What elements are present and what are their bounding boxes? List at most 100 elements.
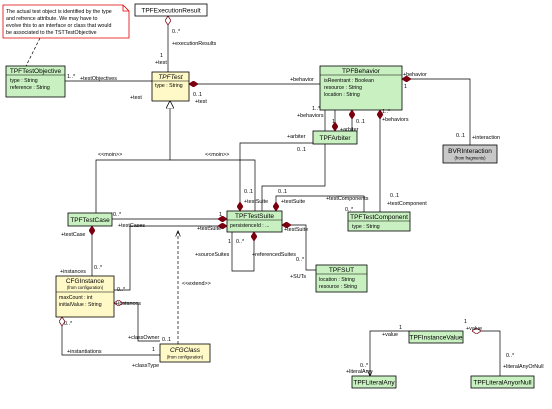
edge-testcase-extends-test bbox=[95, 101, 170, 213]
edge-testsuite-arbiter bbox=[240, 142, 313, 211]
class-instance-value[interactable]: TPFInstanceValue bbox=[408, 330, 464, 344]
label: +executionResults bbox=[172, 41, 217, 47]
note-line-3: evolve this to an interface or class tha… bbox=[6, 23, 111, 29]
label: +test bbox=[155, 60, 167, 66]
edge-literalany-value bbox=[370, 330, 409, 376]
class-test-case-name: TPFTestCase bbox=[70, 217, 110, 224]
label: +value bbox=[382, 332, 398, 338]
note-anchor-line bbox=[25, 37, 41, 67]
label: 0..1 bbox=[356, 119, 365, 125]
label: +interaction bbox=[472, 135, 500, 141]
class-test-component[interactable]: TPFTestComponent type : String bbox=[347, 211, 411, 232]
label: +test bbox=[195, 99, 207, 105]
label: +testComponents bbox=[326, 196, 369, 202]
class-instance-value-name: TPFInstanceValue bbox=[410, 335, 463, 342]
class-test-case[interactable]: TPFTestCase bbox=[67, 212, 113, 227]
label: +behaviors bbox=[382, 117, 409, 123]
class-cfg-instance[interactable]: CFGInstance (from configuration) maxCoun… bbox=[55, 275, 115, 318]
attr-type: type : String bbox=[10, 78, 38, 84]
edge-testsuite-component bbox=[276, 195, 365, 212]
label: 0..1 bbox=[390, 193, 399, 199]
edge-instance-classowner bbox=[114, 303, 160, 342]
label: +instances bbox=[115, 301, 141, 307]
class-behavior-name: TPFBehavior bbox=[342, 68, 381, 75]
label: 1..* bbox=[382, 109, 391, 115]
label: +literalAnyOrNull bbox=[503, 364, 544, 370]
label: +classOwner bbox=[128, 335, 160, 341]
class-literal-any-or-null[interactable]: TPFLiteralAnyorNull bbox=[470, 375, 535, 389]
label: 0..* bbox=[506, 353, 515, 359]
class-bvr-interaction[interactable]: BVRInteraction (from fragments) bbox=[442, 144, 498, 164]
class-sut-name: TPFSUT bbox=[329, 267, 354, 274]
note-line-2: and refrence attribute. We may have to bbox=[6, 16, 98, 22]
class-cfg-class-name: CFGClass bbox=[170, 347, 201, 354]
label: +testSuite bbox=[284, 227, 308, 233]
class-literal-any[interactable]: TPFLiteralAny bbox=[351, 375, 397, 389]
label: 0..* bbox=[360, 363, 369, 369]
class-test-objective[interactable]: TPFTestObjective type : String reference… bbox=[5, 65, 66, 98]
class-bvr-interaction-name: BVRInteraction bbox=[448, 148, 492, 155]
attr-is-reentrant: isReentrant : Boolean bbox=[324, 78, 374, 84]
label: +referencedSuites bbox=[252, 252, 296, 258]
label: 0..1 bbox=[193, 92, 202, 98]
label: +behavior bbox=[403, 72, 427, 78]
attr-resource: resource : String bbox=[324, 85, 362, 91]
label: 0..* bbox=[64, 321, 73, 327]
label: +instances bbox=[60, 269, 86, 275]
class-test-suite[interactable]: TPFTestSuite persistenceId : ... bbox=[226, 210, 283, 233]
label: +literalAny bbox=[346, 369, 372, 375]
attr-persistence-id: persistenceId : ... bbox=[230, 223, 270, 229]
label: 1 bbox=[152, 347, 155, 353]
note: The actual test object is identified by … bbox=[2, 4, 130, 39]
label: 0..* bbox=[236, 239, 245, 245]
label: 1 bbox=[219, 212, 222, 218]
label: +testSuite bbox=[281, 199, 305, 205]
edge-testsuite-instance bbox=[114, 226, 227, 291]
note-line-1: The actual test object is identified by … bbox=[6, 9, 112, 15]
label: 0..1 bbox=[162, 337, 171, 343]
label: 1 bbox=[332, 119, 335, 125]
attr-component-type: type : String bbox=[352, 224, 380, 230]
label: 0..1 bbox=[244, 189, 253, 195]
label: +test bbox=[130, 95, 142, 101]
class-test-objective-name: TPFTestObjective bbox=[10, 68, 62, 75]
class-arbiter[interactable]: TPFArbiter bbox=[312, 130, 358, 145]
label: 0..1 bbox=[278, 189, 287, 195]
label: +testSuite bbox=[244, 199, 268, 205]
class-test-component-name: TPFTestComponent bbox=[350, 214, 408, 221]
class-bvr-interaction-sub: (from fragments) bbox=[455, 156, 487, 161]
edge-testsuite-self bbox=[231, 232, 254, 272]
attr-initial-value: initialValue : String bbox=[59, 302, 102, 308]
class-execution-result[interactable]: TPFExecutionResult bbox=[134, 3, 208, 17]
edge-labels: 0..* +executionResults +test 1 1..* +tes… bbox=[60, 29, 544, 375]
class-cfg-class-sub: (from configuration) bbox=[167, 355, 204, 360]
label: +behaviors bbox=[297, 113, 324, 119]
note-line-4: be associated to the TSTTestObjective bbox=[6, 30, 97, 36]
label: 0..* bbox=[94, 265, 103, 271]
attr-location: location : String bbox=[324, 92, 360, 98]
class-literal-any-name: TPFLiteralAny bbox=[353, 380, 395, 387]
label: 0..* bbox=[296, 257, 305, 263]
edge-instance-classtype bbox=[62, 317, 160, 356]
attr-max-count: maxCount : int bbox=[59, 295, 93, 301]
label: 0..1 bbox=[297, 147, 306, 153]
attr-test-type: type : String bbox=[155, 83, 183, 89]
class-cfg-instance-name: CFGInstance bbox=[66, 278, 105, 285]
label: 1 bbox=[228, 239, 231, 245]
class-test-suite-name: TPFTestSuite bbox=[235, 213, 274, 220]
label: +arbiter bbox=[287, 134, 306, 140]
label: <<moin>> bbox=[205, 152, 229, 158]
edge-behavior-interaction bbox=[402, 79, 471, 145]
class-test-name: TPFTest bbox=[158, 74, 184, 81]
class-sut[interactable]: TPFSUT location : String resource : Stri… bbox=[315, 264, 368, 293]
class-arbiter-name: TPFArbiter bbox=[319, 135, 351, 142]
label: 1 bbox=[160, 53, 163, 59]
class-behavior[interactable]: TPFBehavior isReentrant : Boolean resour… bbox=[319, 65, 403, 111]
attr-sut-location: location : String bbox=[319, 277, 355, 283]
label: <<moin>> bbox=[98, 152, 122, 158]
class-cfg-class[interactable]: CFGClass (from configuration) bbox=[159, 343, 211, 363]
label: <<extend>> bbox=[182, 281, 211, 287]
label: +behavior bbox=[290, 77, 314, 83]
class-test[interactable]: TPFTest type : String bbox=[151, 71, 190, 102]
edge-testsuite-behavior bbox=[261, 110, 326, 211]
